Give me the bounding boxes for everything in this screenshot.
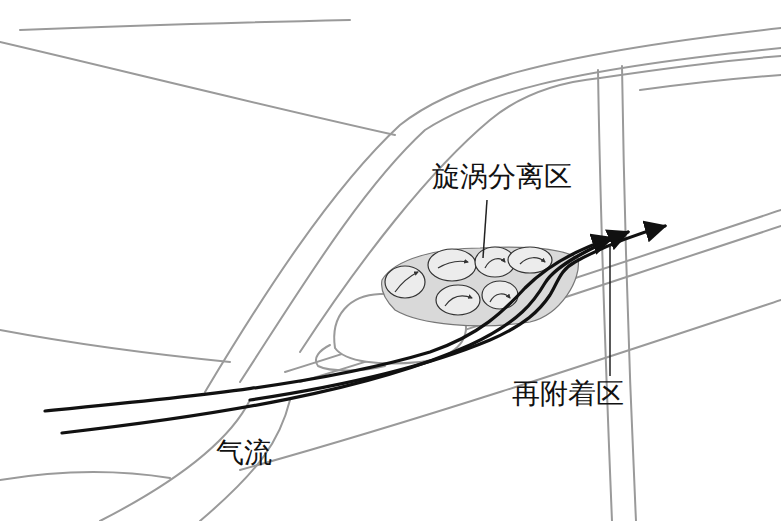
region-label: 旋涡分离区 [432,161,572,193]
region-label: 再附着区 [512,378,624,410]
flow-label: 气流 [216,437,272,469]
